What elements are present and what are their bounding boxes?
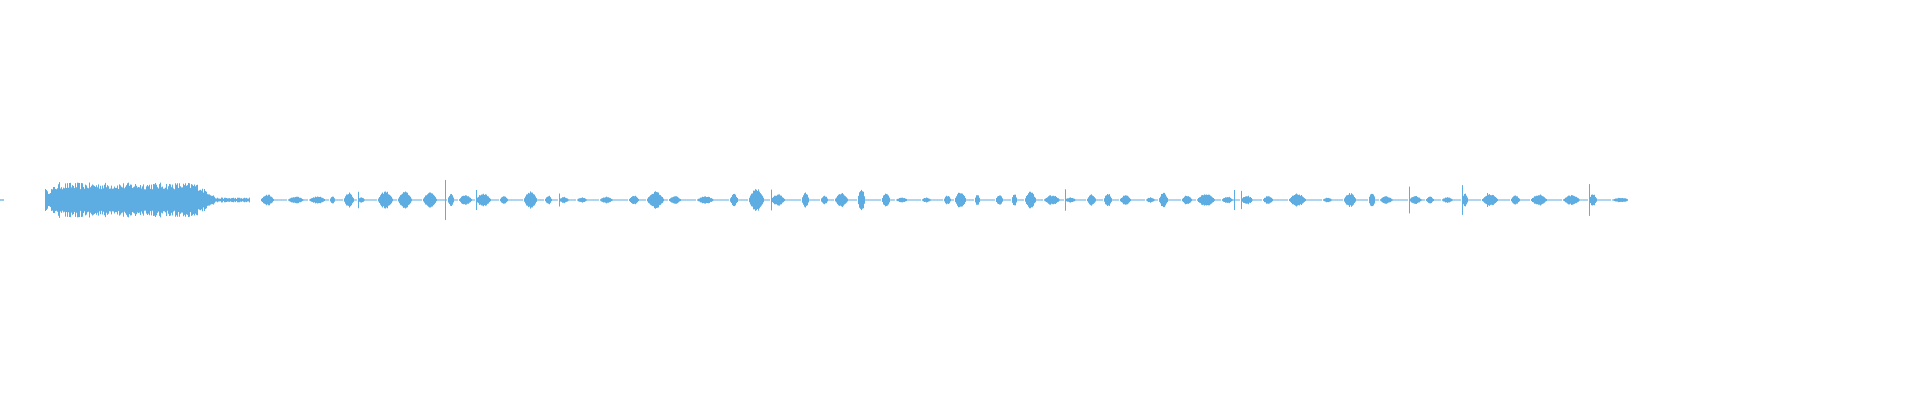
waveform-path (0, 180, 1628, 220)
